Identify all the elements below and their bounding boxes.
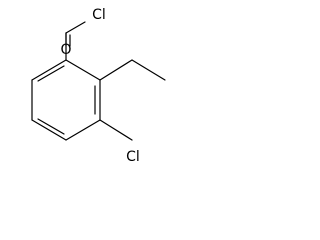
bond-ring-4-5 bbox=[31, 119, 67, 141]
bond-ring-inner-4-5 bbox=[37, 118, 65, 135]
bond-ring-inner-6-1 bbox=[37, 65, 65, 82]
bond-carbonyl-carbon-to-acyl-chlorine bbox=[65, 21, 86, 34]
bond-ring-1-2 bbox=[65, 59, 101, 81]
molecule-diagram: Cl O Cl bbox=[0, 0, 191, 189]
bond-ring-to-chlorine bbox=[99, 119, 133, 141]
bond-ring-6-1 bbox=[31, 59, 67, 81]
bond-ethyl-ch2-to-ch3 bbox=[131, 59, 166, 81]
molecule-structure-svg: Cl O Cl bbox=[31, 7, 166, 165]
bond-ethyl-ring-to-ch2 bbox=[99, 59, 133, 81]
atom-label-carbonyl-oxygen: O bbox=[60, 42, 71, 58]
atom-label-ring-chlorine: Cl bbox=[126, 149, 140, 165]
bond-ring-3-4 bbox=[65, 119, 101, 141]
atom-label-acyl-chlorine: Cl bbox=[92, 7, 106, 23]
